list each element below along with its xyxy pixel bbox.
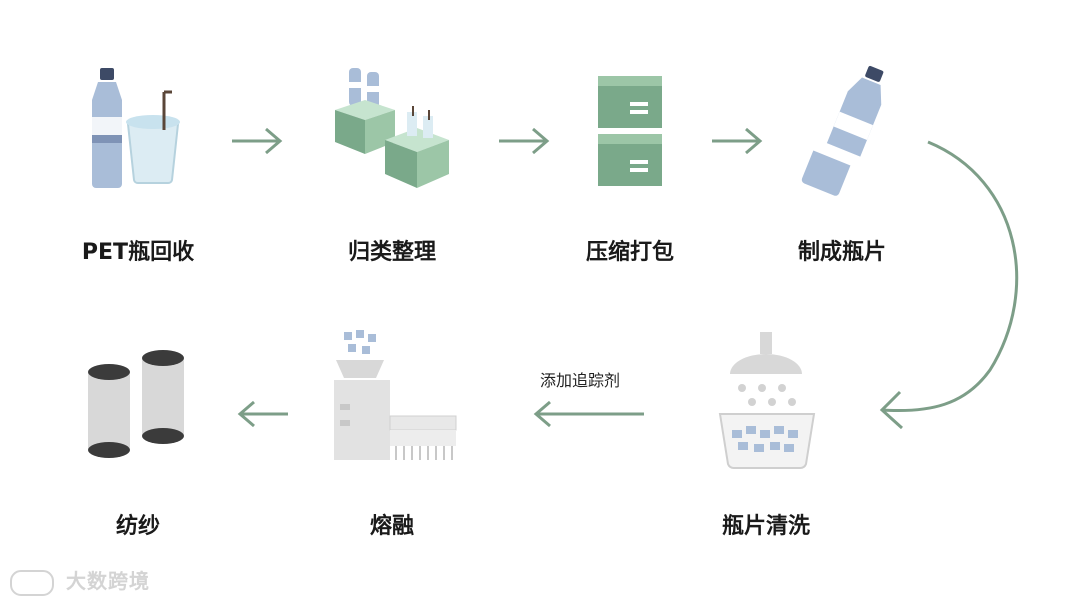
washing-basin-icon bbox=[712, 330, 822, 484]
watermark: 大数跨境 bbox=[10, 565, 150, 596]
pet-bottle-cup-icon bbox=[80, 62, 190, 196]
watermark-text: 大数跨境 bbox=[65, 569, 150, 593]
step-label-wash-flakes: 瓶片清洗 bbox=[721, 514, 810, 539]
sorting-boxes-icon bbox=[325, 62, 465, 206]
yarn-spools-icon bbox=[86, 350, 196, 464]
step-label-make-flakes: 制成瓶片 bbox=[797, 240, 886, 265]
arrow-4-to-5-curved bbox=[879, 140, 1019, 430]
arrow-1-to-2 bbox=[232, 127, 283, 155]
step-label-melting: 熔融 bbox=[369, 514, 414, 539]
cut-bottle-icon bbox=[790, 58, 900, 202]
step-label-pet-recycling: PET瓶回收 bbox=[81, 240, 195, 265]
melting-machine-icon bbox=[330, 330, 460, 469]
step-label-spinning: 纺纱 bbox=[115, 514, 160, 539]
arrow-6-to-7 bbox=[237, 400, 288, 428]
compressed-bales-icon bbox=[596, 72, 664, 194]
watermark-logo-icon bbox=[10, 569, 54, 596]
step-label-sorting: 归类整理 bbox=[347, 240, 436, 265]
arrow-2-to-3 bbox=[499, 127, 550, 155]
step-label-compress-pack: 压缩打包 bbox=[585, 240, 674, 265]
arrow-5-to-6 bbox=[533, 400, 644, 428]
edge-label-add-tracer: 添加追踪剂 bbox=[540, 371, 621, 390]
arrow-3-to-4 bbox=[712, 127, 763, 155]
